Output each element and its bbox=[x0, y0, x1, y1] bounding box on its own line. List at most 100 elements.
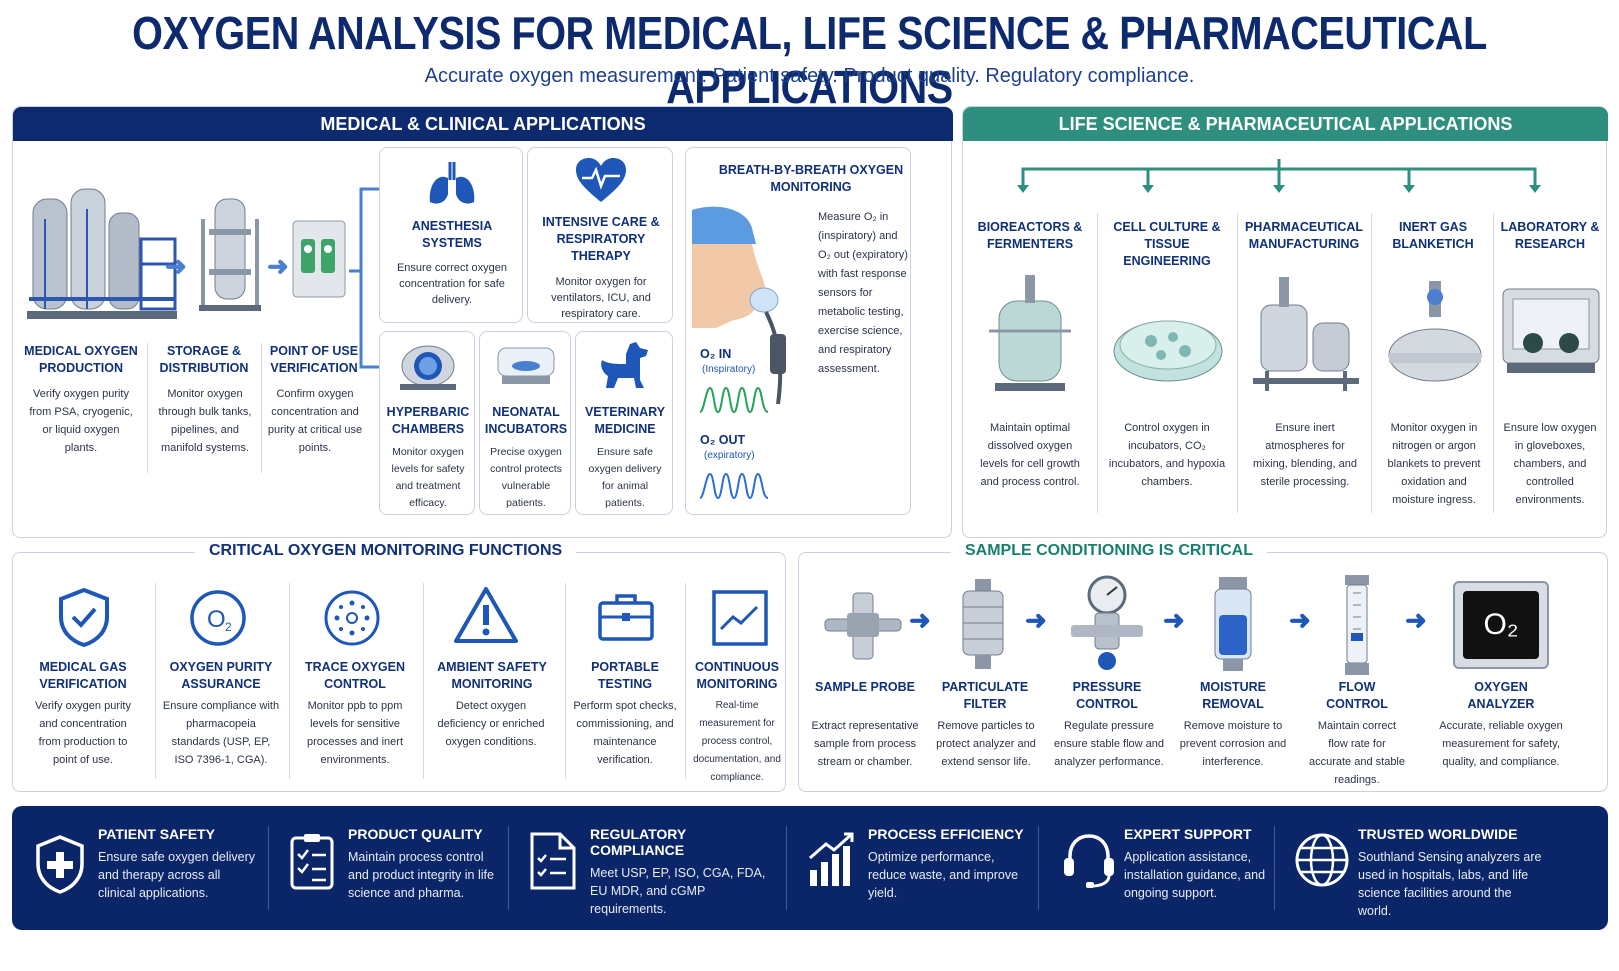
o2-out-label: O₂ OUT bbox=[700, 433, 746, 447]
dog-icon bbox=[596, 340, 652, 392]
gas-vessel-icon bbox=[1385, 277, 1485, 387]
divider bbox=[1237, 213, 1238, 513]
benefit-title: PATIENT SAFETY bbox=[98, 826, 215, 842]
life-title-pharma: PHARMACEUTICAL MANUFACTURING bbox=[1244, 220, 1364, 251]
life-desc-inert-gas: Monitor oxygen in nitrogen or argon blan… bbox=[1387, 422, 1481, 506]
functions-panel: CRITICAL OXYGEN MONITORING FUNCTIONS MED… bbox=[12, 542, 786, 792]
benefit-desc: Ensure safe oxygen delivery and therapy … bbox=[98, 850, 256, 900]
sample-desc: Maintain correct flow rate for accurate … bbox=[1308, 720, 1405, 786]
flow-arrow-icon: ➜ bbox=[1025, 605, 1047, 635]
function-desc: Monitor ppb to ppm levels for sensitive … bbox=[307, 700, 403, 766]
sample-panel: SAMPLE CONDITIONING IS CRITICAL SAMPLE P… bbox=[798, 542, 1608, 792]
benefit-title: REGULATORY COMPLIANCE bbox=[590, 826, 686, 858]
glovebox-icon bbox=[1499, 283, 1603, 387]
chain-arrow-icon: ➜ bbox=[267, 251, 289, 281]
chain-title-storage: STORAGE & DISTRIBUTION bbox=[159, 344, 249, 375]
breath-desc: Measure O₂ in (inspiratory) and O₂ out (… bbox=[818, 211, 908, 375]
warning-icon bbox=[453, 585, 519, 645]
page-subtitle: Accurate oxygen measurement. Patient saf… bbox=[424, 65, 1195, 87]
trend-monitor-icon bbox=[711, 589, 769, 647]
medical-panel: MEDICAL & CLINICAL APPLICATIONS ➜ bbox=[12, 106, 953, 538]
benefit-desc: Southland Sensing analyzers are used in … bbox=[1358, 850, 1542, 918]
probe-icon bbox=[821, 583, 905, 667]
sample-title: OXYGEN ANALYZER bbox=[1467, 680, 1535, 711]
patient-mask-icon bbox=[686, 204, 806, 414]
life-science-panel: LIFE SCIENCE & PHARMACEUTICAL APPLICATIO… bbox=[962, 106, 1608, 538]
functions-heading: CRITICAL OXYGEN MONITORING FUNCTIONS bbox=[195, 542, 577, 560]
chain-desc-point-of-use: Confirm oxygen concentration and purity … bbox=[267, 388, 363, 454]
svg-text:2: 2 bbox=[225, 620, 232, 634]
flow-arrow-icon: ➜ bbox=[1289, 605, 1311, 635]
shield-cross-icon bbox=[34, 834, 86, 894]
trace-dots-icon bbox=[323, 589, 381, 647]
page-title: OXYGEN ANALYSIS FOR MEDICAL, LIFE SCIENC… bbox=[132, 7, 1487, 113]
function-title: PORTABLE TESTING bbox=[591, 660, 659, 691]
flow-arrow-icon: ➜ bbox=[1405, 605, 1427, 635]
card-title: INTENSIVE CARE & RESPIRATORY THERAPY bbox=[542, 215, 660, 263]
divider bbox=[423, 583, 424, 779]
sample-title: FLOW CONTROL bbox=[1326, 680, 1388, 711]
card-neonatal: NEONATAL INCUBATORS Precise oxygen contr… bbox=[479, 331, 571, 515]
pharma-equipment-icon bbox=[1251, 271, 1361, 401]
lungs-icon bbox=[426, 158, 478, 208]
divider bbox=[1274, 826, 1275, 910]
benefit-desc: Application assistance, installation gui… bbox=[1124, 850, 1266, 900]
benefit-title: EXPERT SUPPORT bbox=[1124, 826, 1252, 842]
flow-arrow-icon: ➜ bbox=[1163, 605, 1185, 635]
divider bbox=[786, 826, 787, 910]
sample-desc: Remove moisture to prevent corrosion and… bbox=[1179, 720, 1287, 768]
function-desc: Detect oxygen deficiency or enriched oxy… bbox=[437, 700, 545, 748]
card-title: ANESTHESIA SYSTEMS bbox=[411, 219, 493, 250]
card-desc: Monitor oxygen for ventilators, ICU, and… bbox=[551, 276, 651, 320]
o2-in-sub: (Inspiratory) bbox=[702, 364, 756, 375]
card-desc: Precise oxygen control protects vulnerab… bbox=[490, 446, 562, 509]
sample-desc: Extract representative sample from proce… bbox=[811, 720, 919, 768]
card-desc: Ensure safe oxygen delivery for animal p… bbox=[588, 446, 662, 509]
function-desc: Verify oxygen purity and concentration f… bbox=[35, 700, 131, 766]
chain-title-point-of-use: POINT OF USE VERIFICATION bbox=[269, 344, 359, 375]
medical-heading: MEDICAL & CLINICAL APPLICATIONS bbox=[13, 107, 953, 141]
life-desc-bioreactors: Maintain optimal dissolved oxygen levels… bbox=[980, 422, 1080, 488]
briefcase-icon bbox=[597, 591, 655, 643]
function-title: TRACE OXYGEN CONTROL bbox=[304, 660, 405, 691]
divider bbox=[289, 583, 290, 779]
divider bbox=[508, 826, 509, 910]
divider bbox=[1493, 213, 1494, 513]
life-desc-cell-culture: Control oxygen in incubators, CO₂ incuba… bbox=[1108, 422, 1226, 488]
chain-desc-production: Verify oxygen purity from PSA, cryogenic… bbox=[29, 388, 133, 454]
o2-in-waveform bbox=[700, 384, 770, 416]
function-desc: Perform spot checks, commissioning, and … bbox=[573, 700, 677, 766]
divider bbox=[261, 343, 262, 473]
benefit-product-quality: PRODUCT QUALITY Maintain process control … bbox=[348, 826, 498, 902]
sample-heading: SAMPLE CONDITIONING IS CRITICAL bbox=[951, 542, 1267, 560]
benefit-desc: Optimize performance, reduce waste, and … bbox=[868, 850, 1019, 900]
chain-title-production: MEDICAL OXYGEN PRODUCTION bbox=[24, 344, 138, 375]
svg-text:O: O bbox=[207, 606, 226, 633]
sample-title: SAMPLE PROBE bbox=[814, 680, 915, 694]
branch-connector bbox=[1003, 159, 1563, 195]
sample-title: MOISTURE REMOVAL bbox=[1200, 680, 1266, 711]
card-title: HYPERBARIC CHAMBERS bbox=[386, 405, 470, 436]
card-anesthesia: ANESTHESIA SYSTEMS Ensure correct oxygen… bbox=[379, 147, 523, 323]
life-title-laboratory: LABORATORY & RESEARCH bbox=[1500, 220, 1600, 251]
flow-arrow-icon: ➜ bbox=[909, 605, 931, 635]
life-desc-pharma: Ensure inert atmospheres for mixing, ble… bbox=[1253, 422, 1357, 488]
document-icon bbox=[528, 830, 578, 892]
heart-pulse-icon bbox=[574, 156, 628, 206]
analyzer-screen: O₂ bbox=[1463, 591, 1539, 659]
benefit-desc: Maintain process control and product int… bbox=[348, 850, 494, 900]
divider bbox=[565, 583, 566, 779]
card-desc: Ensure correct oxygen concentration for … bbox=[396, 262, 508, 306]
chain-arrow-icon: ➜ bbox=[165, 251, 187, 281]
headset-icon bbox=[1062, 832, 1116, 890]
divider bbox=[1038, 826, 1039, 910]
benefit-title: PRODUCT QUALITY bbox=[348, 826, 483, 842]
divider bbox=[147, 343, 148, 473]
globe-icon bbox=[1294, 832, 1350, 888]
divider bbox=[155, 583, 156, 779]
life-title-inert-gas: INERT GAS BLANKETICH bbox=[1392, 220, 1474, 251]
sample-desc: Regulate pressure ensure stable flow and… bbox=[1053, 720, 1165, 768]
function-title: OXYGEN PURITY ASSURANCE bbox=[169, 660, 273, 691]
